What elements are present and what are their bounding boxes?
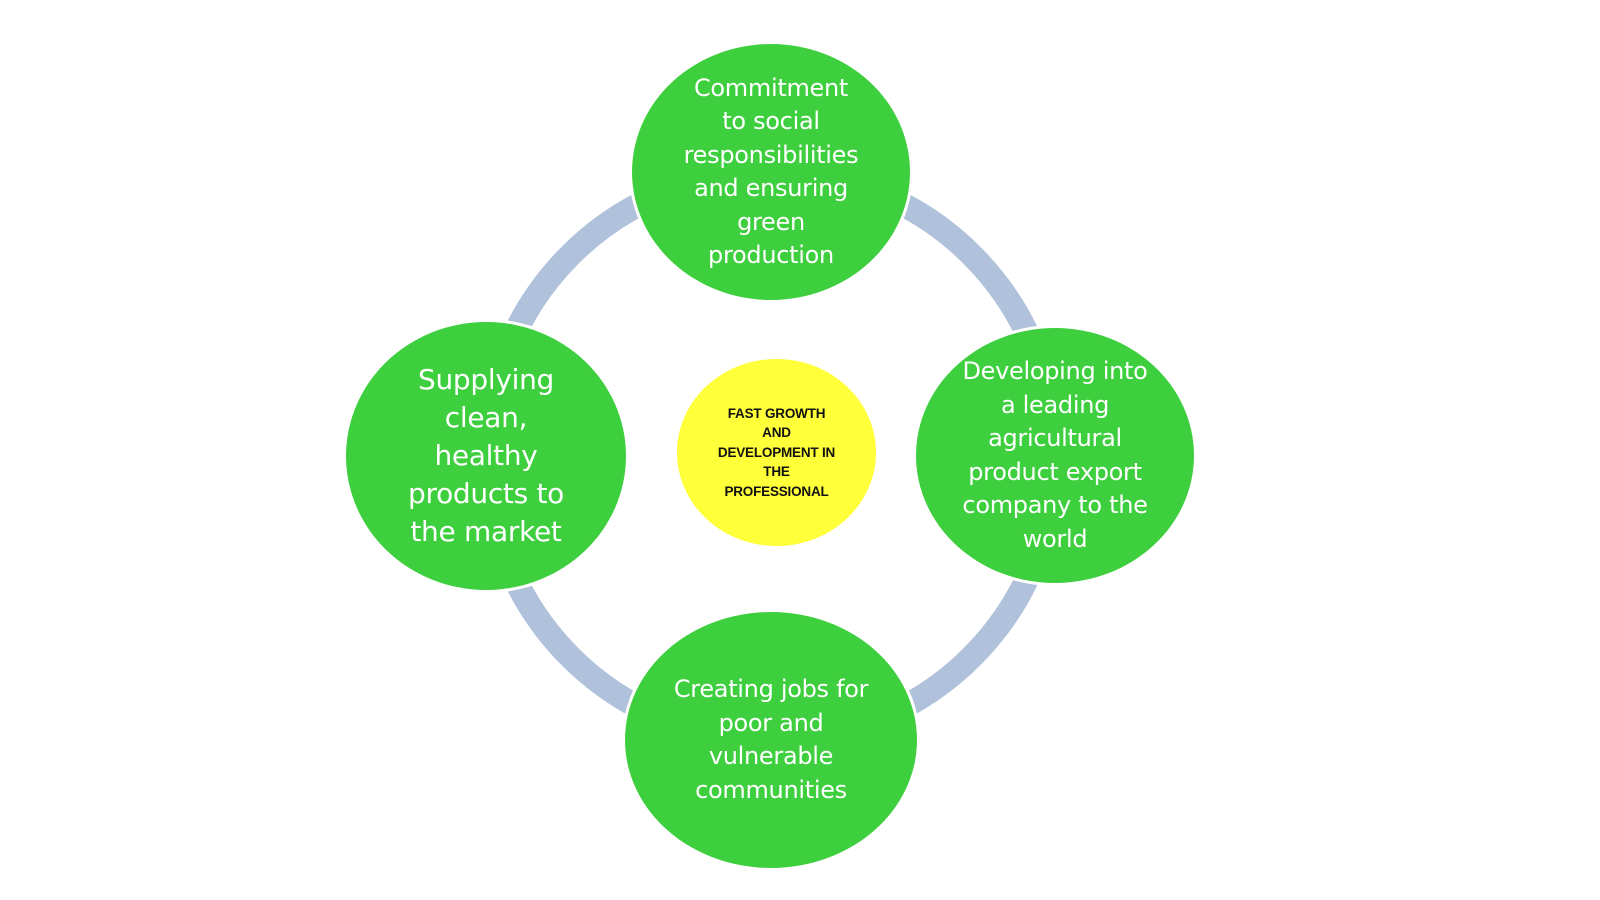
node-label: Creating jobs for poor and vulnerable co… [673, 675, 869, 804]
center-node-label: FAST GROWTH AND DEVELOPMENT IN THE PROFE… [717, 405, 836, 499]
node-label: Developing into a leading agricultural p… [962, 357, 1148, 553]
node-label: Supplying clean, healthy products to the… [408, 363, 564, 548]
node-social-responsibility: Commitment to social responsibilities an… [629, 41, 913, 303]
node-export-leader: Developing into a leading agricultural p… [913, 325, 1197, 586]
node-label: Commitment to social responsibilities an… [683, 73, 859, 270]
node-clean-products: Supplying clean, healthy products to the… [343, 319, 629, 593]
center-node-growth: FAST GROWTH AND DEVELOPMENT IN THE PROFE… [677, 359, 876, 546]
node-job-creation: Creating jobs for poor and vulnerable co… [622, 609, 920, 871]
